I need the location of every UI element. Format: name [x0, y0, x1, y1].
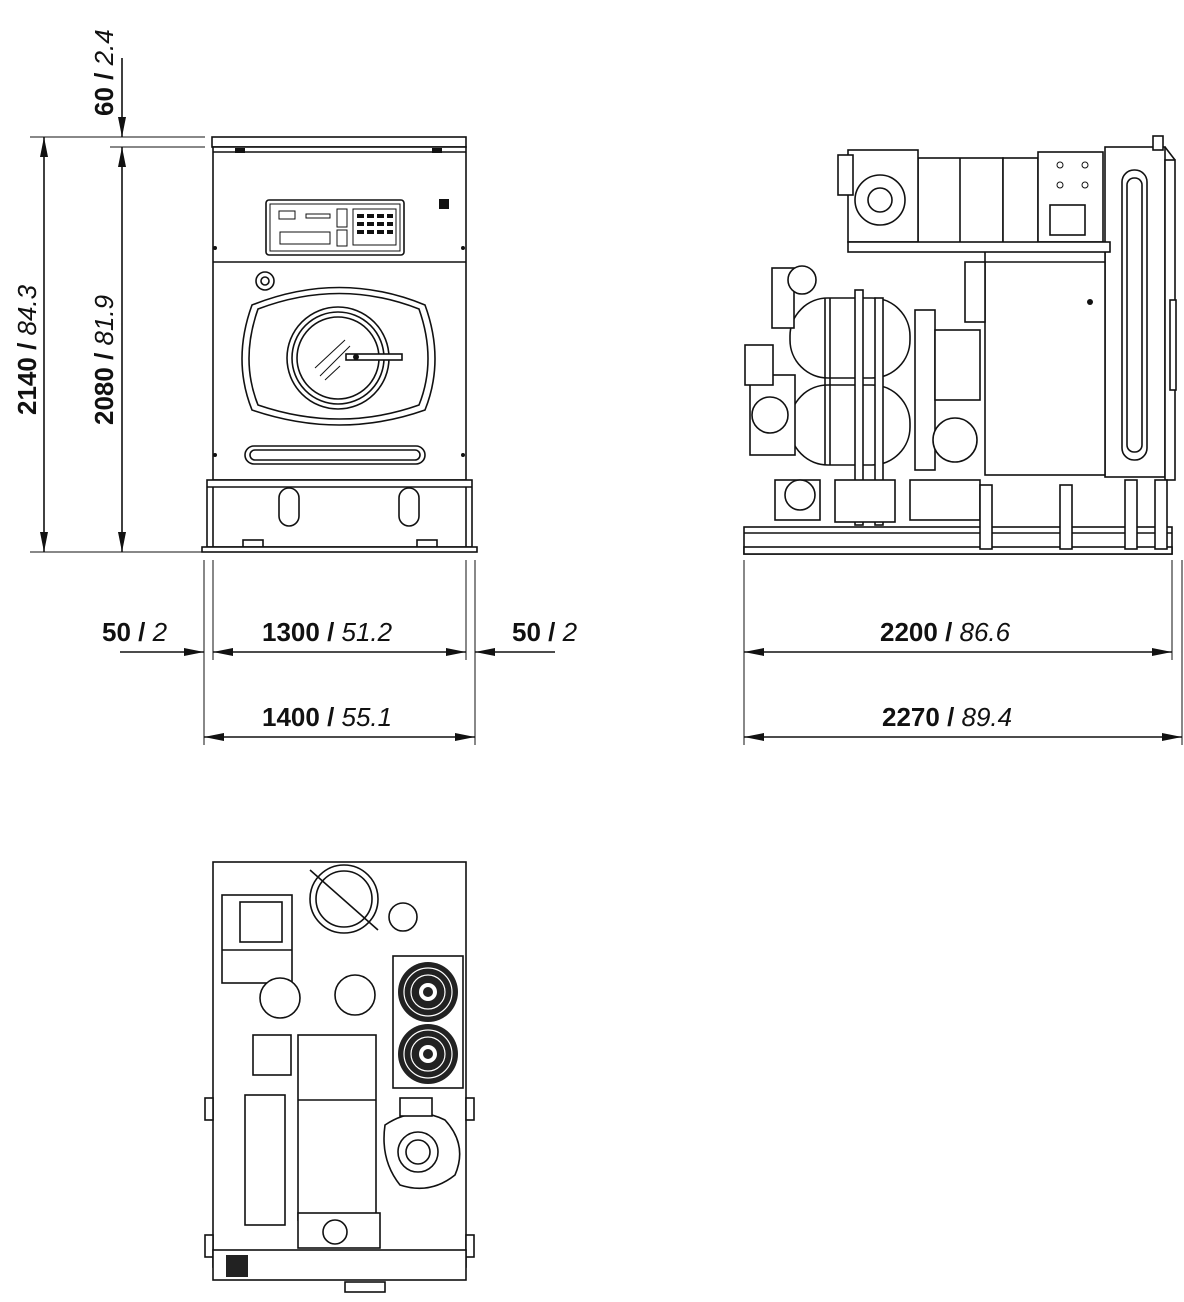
- fan-upper: [398, 962, 458, 1022]
- dim-machine-height: 2080 / 81.9: [89, 295, 119, 425]
- dim-total-width: 1400 / 55.1: [262, 702, 392, 732]
- front-view: [201, 136, 478, 553]
- fan-lower: [398, 1024, 458, 1084]
- dimension-lines: [30, 58, 1183, 745]
- top-view: [204, 861, 475, 1293]
- dim-side-clearance-left: 50 / 2: [102, 617, 168, 647]
- dim-top-clearance: 60 / 2.4: [89, 29, 119, 116]
- dim-total-depth: 2270 / 89.4: [882, 702, 1012, 732]
- side-view: [743, 135, 1177, 555]
- dim-machine-depth: 2200 / 86.6: [880, 617, 1011, 647]
- dim-side-clearance-right: 50 / 2: [512, 617, 578, 647]
- dim-total-height: 2140 / 84.3: [12, 284, 42, 415]
- control-panel: [265, 199, 405, 256]
- door: [241, 286, 436, 426]
- dim-machine-width: 1300 / 51.2: [262, 617, 393, 647]
